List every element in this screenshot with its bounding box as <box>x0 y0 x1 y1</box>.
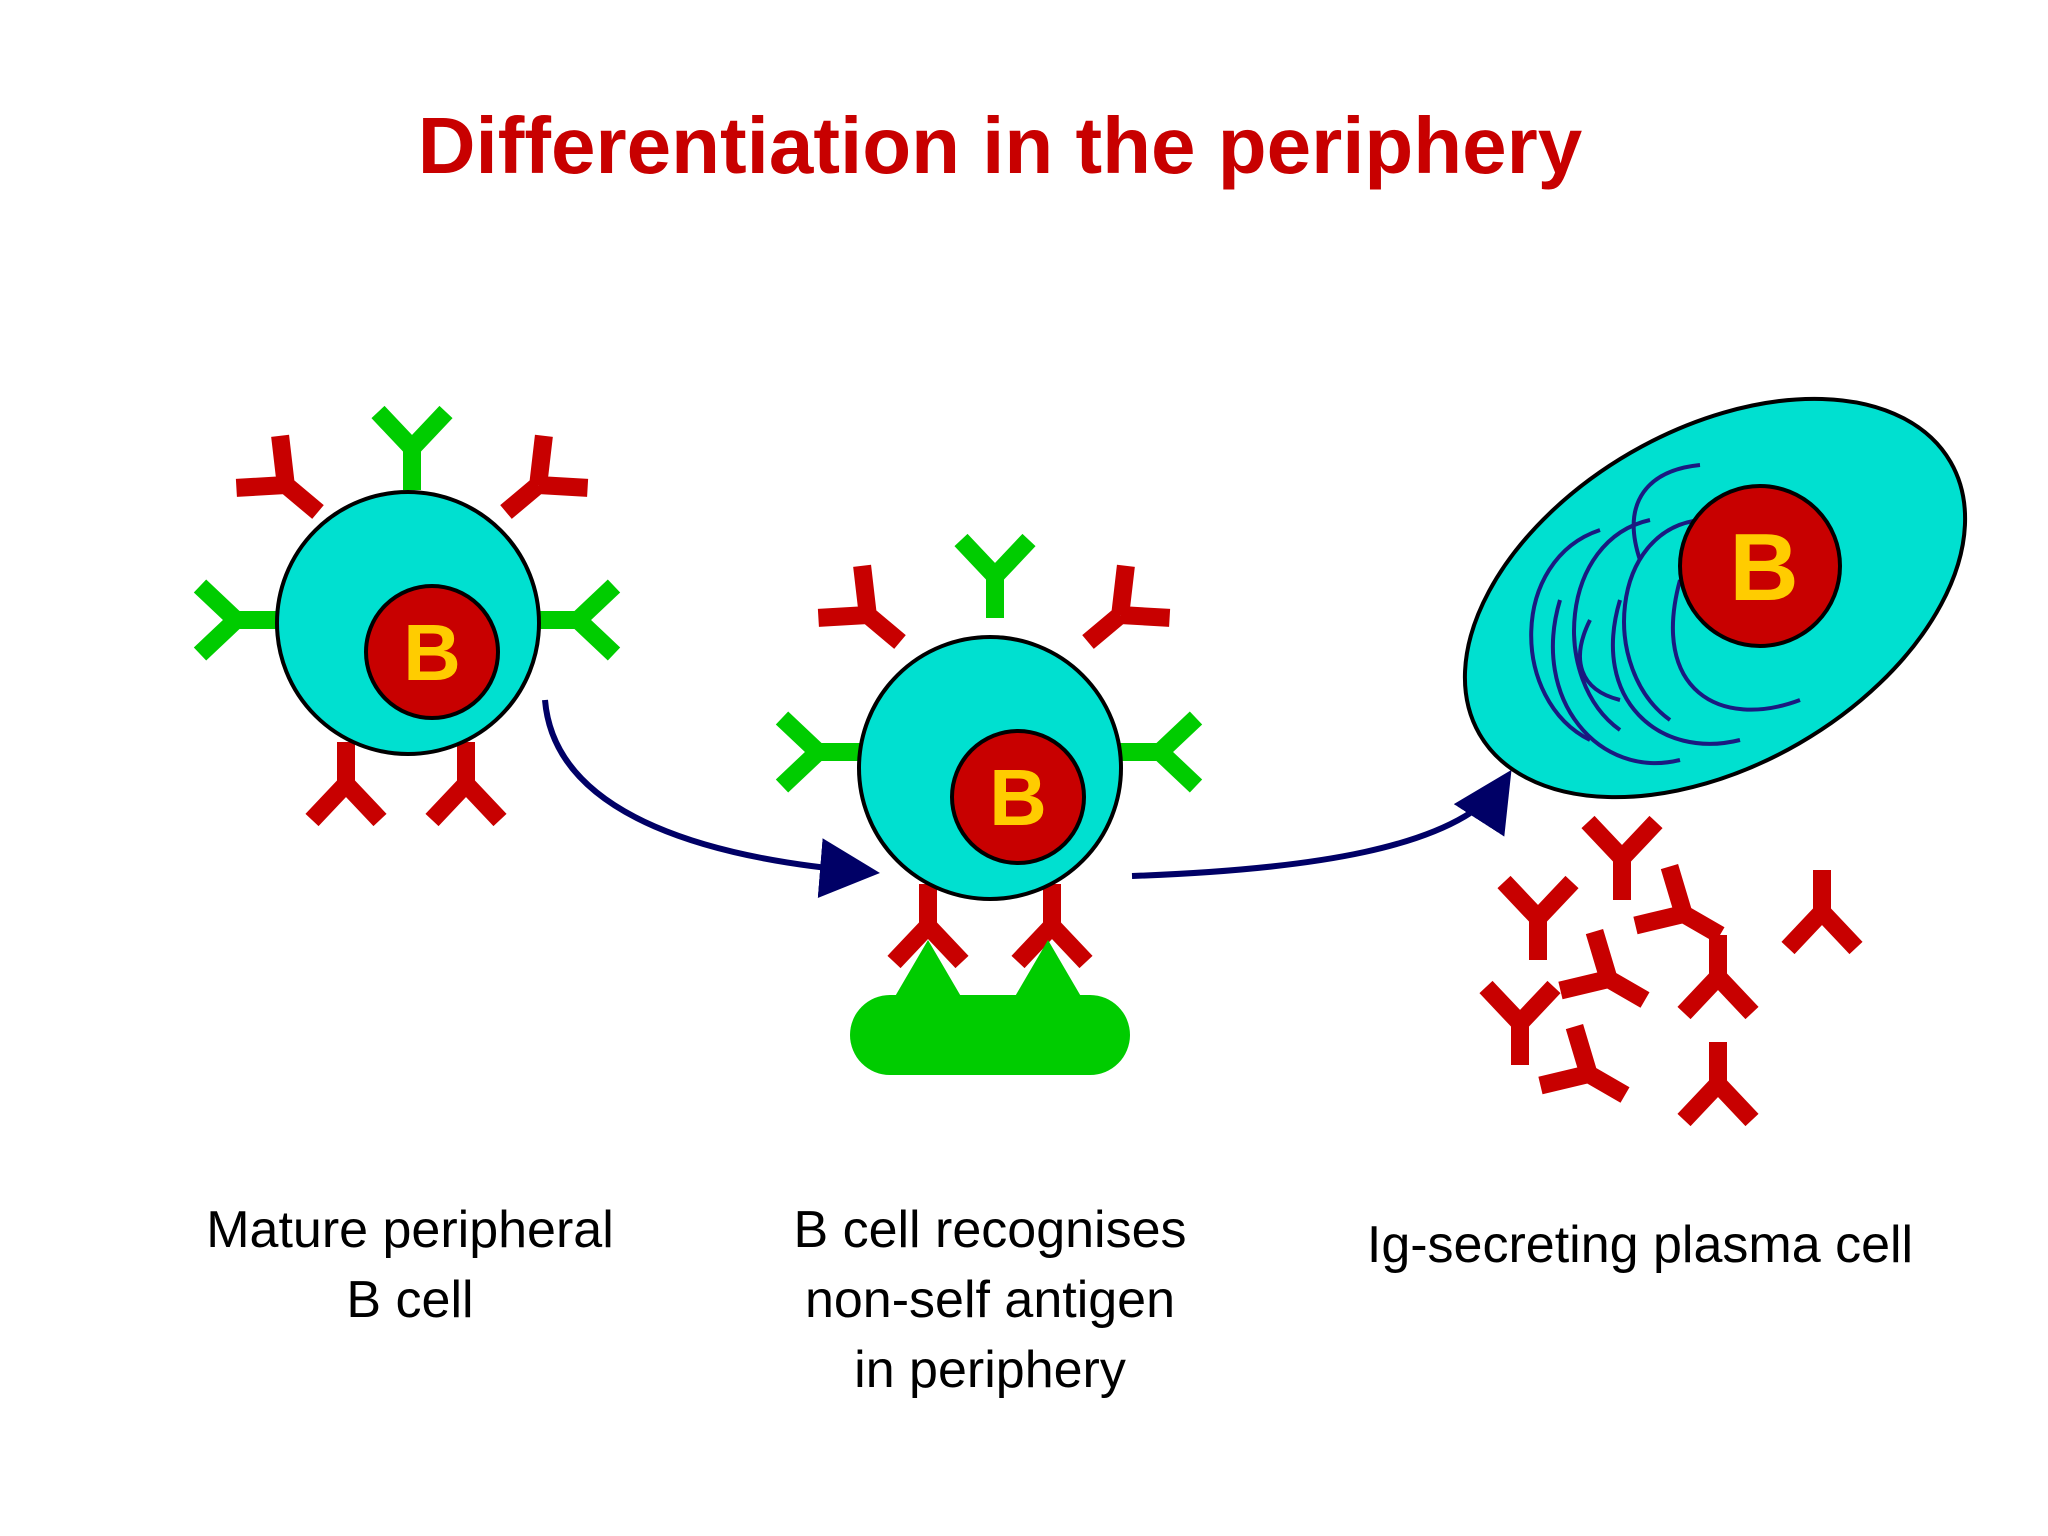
page-title: Differentiation in the periphery <box>417 101 1583 190</box>
antibody-y-icon <box>1633 863 1725 943</box>
plasma-cell: B <box>1462 396 1968 800</box>
antibody-y-icon <box>1497 875 1579 960</box>
nucleus <box>364 584 500 720</box>
antibody-y-icon <box>954 533 1036 618</box>
caption-line: Mature peripheral <box>206 1201 614 1259</box>
antibody-y-icon <box>1118 711 1203 793</box>
caption-antigen-recognition: B cell recognises non-self antigen in pe… <box>720 1195 1260 1405</box>
antibody-y-icon <box>1581 815 1663 900</box>
secreted-antibodies <box>1479 815 1863 1127</box>
antibody-y-icon <box>1558 928 1650 1008</box>
caption-line: B cell recognises <box>793 1201 1187 1259</box>
antibody-y-icon <box>500 434 589 519</box>
antibody-y-icon <box>1677 1042 1759 1127</box>
antibody-y-icon <box>1538 1023 1630 1103</box>
caption-plasma-cell: Ig-secreting plasma cell <box>1300 1210 1980 1280</box>
nucleus-label: B <box>403 608 461 697</box>
antigen-icon <box>850 940 1130 1075</box>
caption-line: non-self antigen <box>804 1271 1176 1329</box>
antibody-y-icon <box>817 564 906 649</box>
nucleus-label: B <box>989 753 1047 842</box>
arrow-icon <box>1131 769 1512 879</box>
endoplasmic-reticulum <box>1529 463 1801 766</box>
arrow-icon <box>542 699 880 899</box>
antibody-y-icon <box>305 742 387 827</box>
antibody-y-icon <box>371 405 453 490</box>
nucleus <box>1678 484 1842 648</box>
nucleus-label: B <box>1729 514 1798 621</box>
caption-line: B cell <box>346 1271 474 1329</box>
antibody-y-icon <box>536 579 621 661</box>
antibody-y-icon <box>887 884 969 969</box>
antibody-y-icon <box>1011 884 1093 969</box>
antigen-binding-b-cell: B <box>775 533 1203 969</box>
antibody-y-icon <box>193 579 278 661</box>
antibody-y-icon <box>1677 935 1759 1020</box>
nucleus <box>950 729 1086 865</box>
antibody-y-icon <box>1781 870 1863 955</box>
antibody-y-icon <box>425 742 507 827</box>
caption-mature-b-cell: Mature peripheral B cell <box>140 1195 680 1335</box>
antibody-y-icon <box>1479 980 1561 1065</box>
antibody-y-icon <box>1082 564 1171 649</box>
mature-b-cell: B <box>193 405 621 827</box>
caption-line: in periphery <box>854 1341 1126 1399</box>
antibody-y-icon <box>235 434 324 519</box>
caption-line: Ig-secreting plasma cell <box>1366 1216 1914 1274</box>
antibody-y-icon <box>775 711 860 793</box>
